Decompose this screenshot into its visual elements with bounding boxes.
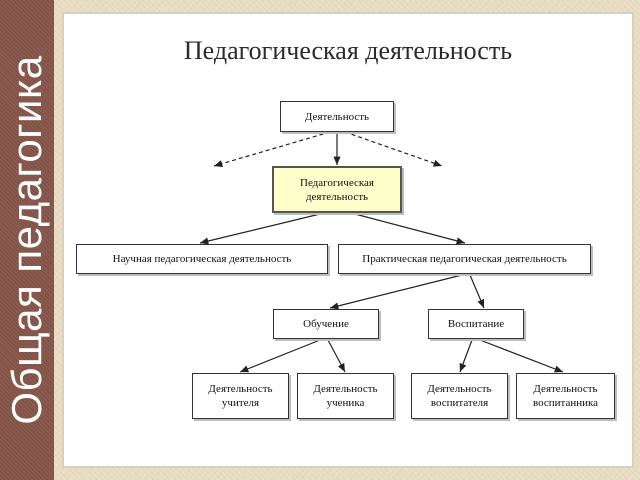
box-teacher-activity: Деятельность учителя xyxy=(192,373,289,419)
box-teaching: Обучение xyxy=(273,309,379,339)
box-pupil-activity-label: Деятельность воспитанника xyxy=(532,383,599,409)
arrow-to-scientific xyxy=(199,213,321,245)
box-pupil-activity: Деятельность воспитанника xyxy=(516,373,615,419)
box-pedagogical-activity: Педагогическая деятельность xyxy=(272,166,402,213)
box-practical-activity-label: Практическая педагогическая деятельность xyxy=(362,253,567,265)
box-upbringing: Воспитание xyxy=(428,309,524,339)
box-upbringing-label: Воспитание xyxy=(447,318,505,330)
box-student-activity-label: Деятельность ученика xyxy=(313,383,378,409)
box-activity-label: Деятельность xyxy=(304,110,370,123)
arrow-to-pupil-activity xyxy=(479,339,564,373)
box-educator-activity-label: Деятельность воспитателя xyxy=(427,383,492,409)
slide-title: Педагогическая деятельность xyxy=(183,36,513,65)
box-scientific-activity-label: Научная педагогическая деятельность xyxy=(112,253,292,265)
box-teacher-activity-label: Деятельность учителя xyxy=(208,383,273,409)
box-student-activity: Деятельность ученика xyxy=(297,373,394,419)
box-teaching-label: Обучение xyxy=(303,318,349,330)
box-pedagogical-activity-label: Педагогическая деятельность xyxy=(300,176,374,203)
arrow-to-teaching xyxy=(329,274,463,310)
box-activity: Деятельность xyxy=(280,101,394,132)
side-band: Общая педагогика xyxy=(0,0,54,480)
box-practical-activity: Практическая педагогическая деятельность xyxy=(338,244,591,274)
arrow-to-teacher-activity xyxy=(239,339,321,373)
box-educator-activity: Деятельность воспитателя xyxy=(411,373,508,419)
dashed-arrow-right xyxy=(344,131,443,167)
arrow-to-practical xyxy=(354,213,466,245)
dashed-arrow-left xyxy=(213,131,331,168)
arrow-to-upbringing xyxy=(469,274,485,309)
arrow-to-educator-activity xyxy=(459,339,473,373)
box-scientific-activity: Научная педагогическая деятельность xyxy=(76,244,328,274)
arrow-to-student-activity xyxy=(327,339,346,373)
